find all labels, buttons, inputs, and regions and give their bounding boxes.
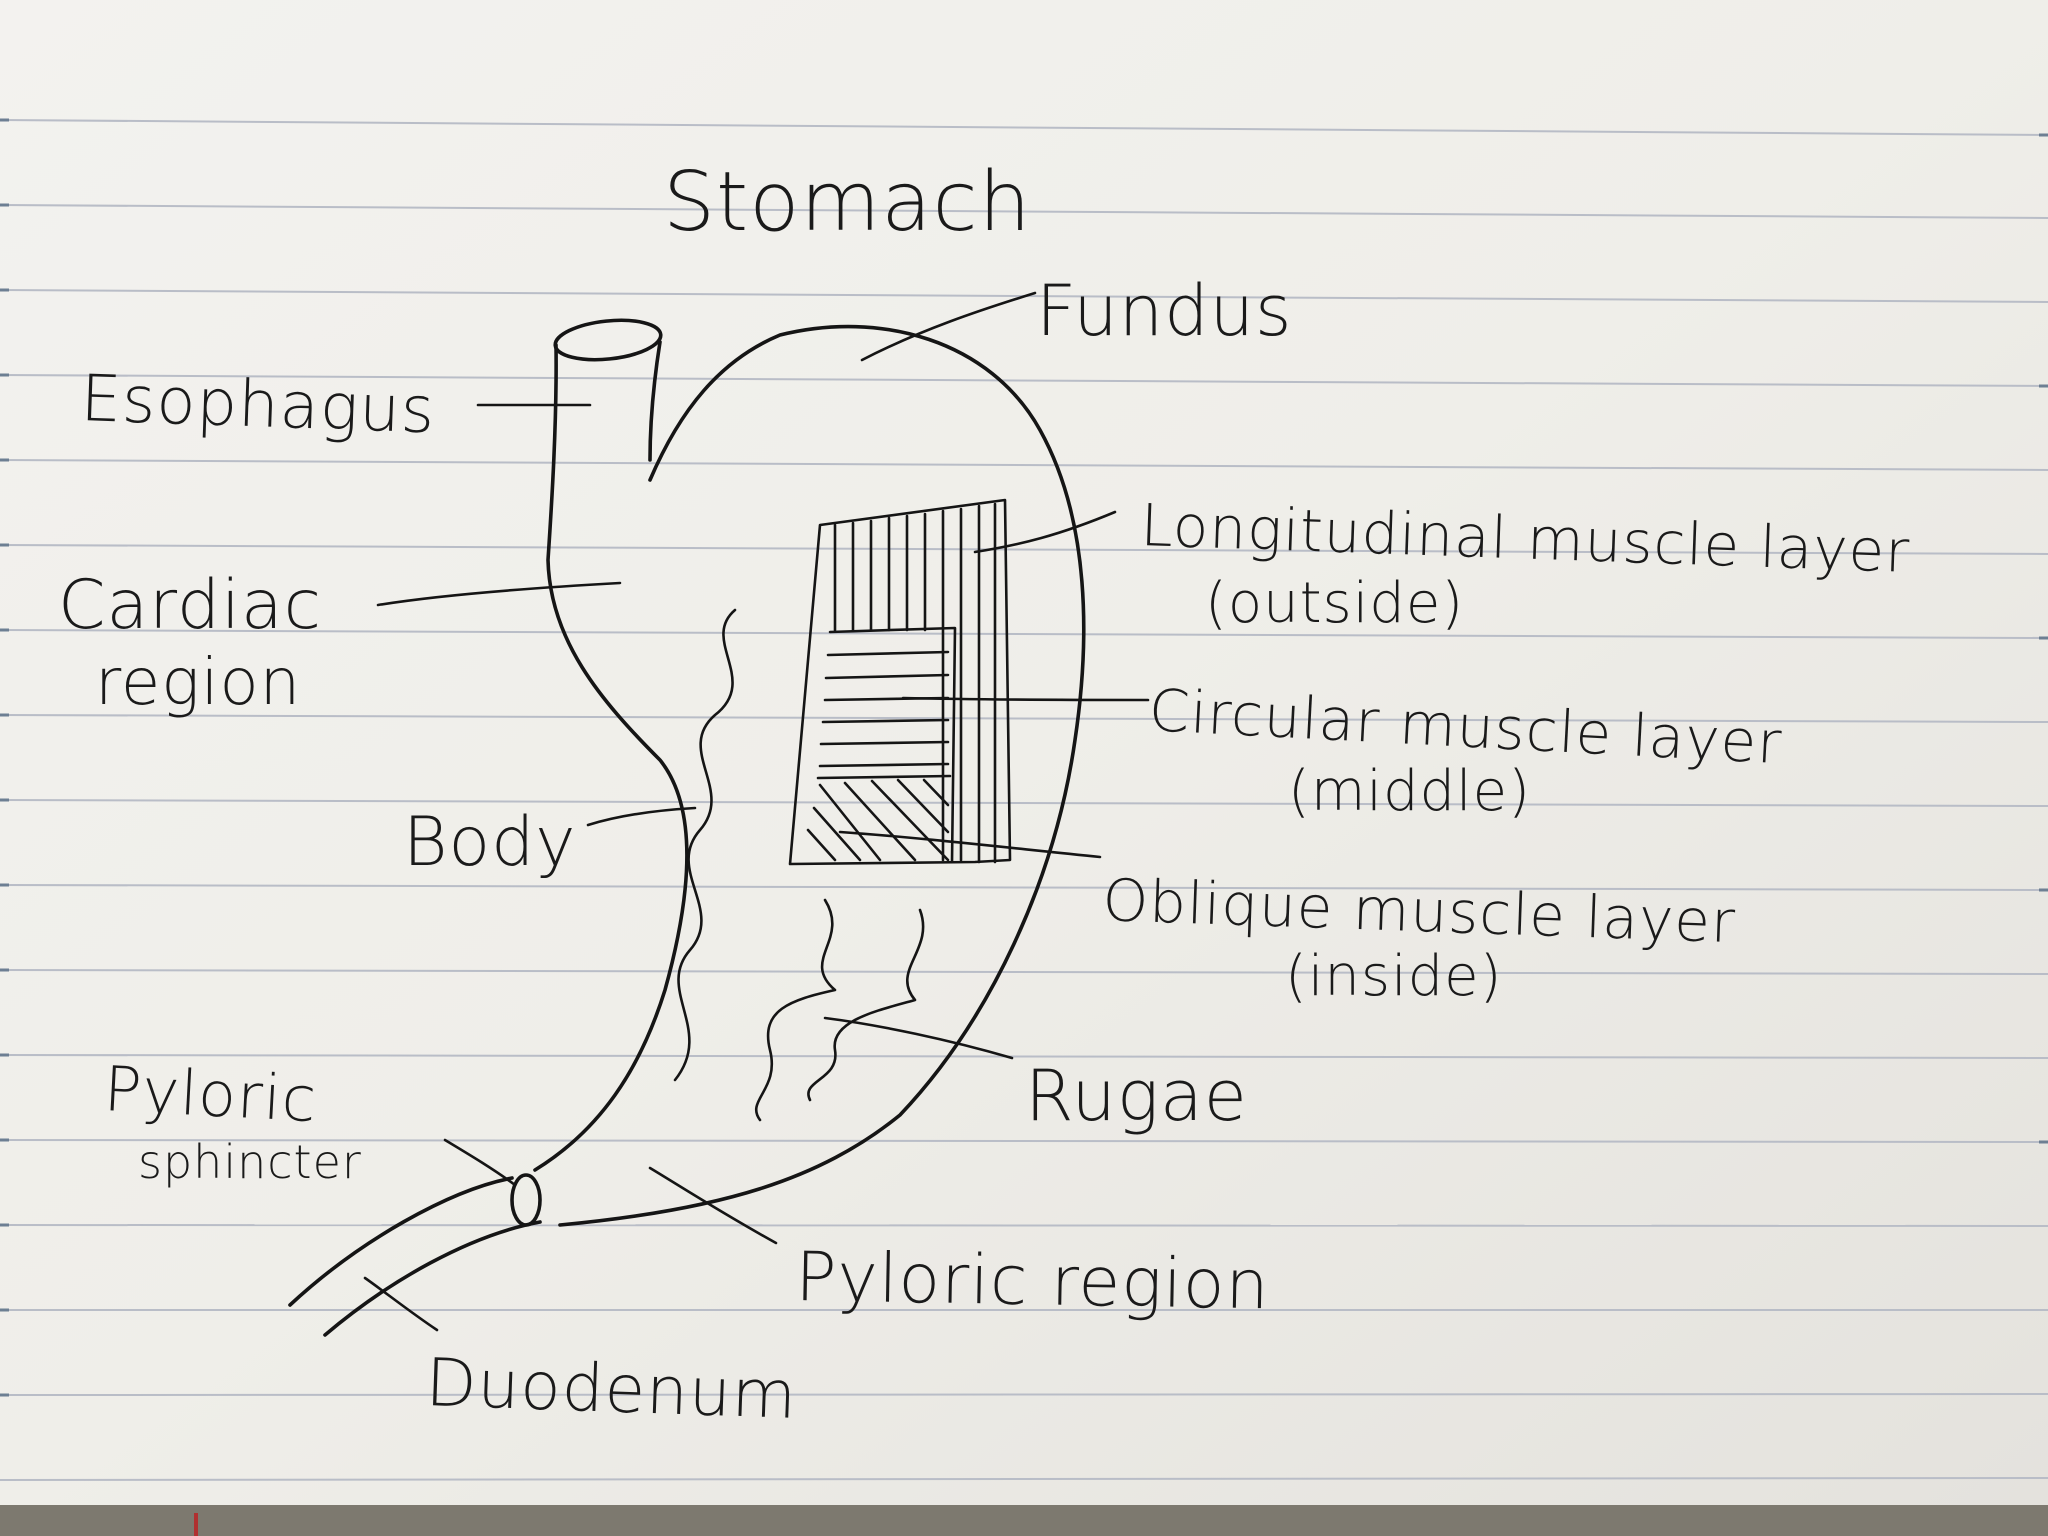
label-cardiac-region: region: [95, 646, 301, 720]
diagram-title: Stomach: [663, 155, 1032, 250]
rugae-folds: [673, 608, 925, 1122]
stomach-outline: [288, 318, 1086, 1337]
label-duodenum: Duodenum: [424, 1344, 798, 1434]
label-body: Body: [403, 803, 577, 882]
label-sphincter: sphincter: [138, 1135, 362, 1189]
label-pyloric: Pyloric: [102, 1052, 319, 1136]
ruled-lines: [0, 119, 2048, 1481]
margin-ticks: [0, 118, 2048, 1397]
label-cardiac: Cardiac: [58, 566, 322, 645]
duodenum-lower: [323, 1220, 542, 1337]
circular-hatching: [818, 650, 950, 768]
label-esophagus: Esophagus: [79, 362, 436, 448]
label-longitudinal-note: (outside): [1205, 571, 1464, 636]
oblique-hatching: [806, 778, 950, 862]
greater-curvature: [558, 324, 1086, 1227]
label-fundus: Fundus: [1036, 270, 1292, 352]
longitudinal-hatching: [833, 502, 997, 864]
duodenum-upper: [288, 1176, 514, 1307]
notebook-paper: [0, 0, 2048, 1505]
leader-lines: [363, 291, 1150, 1332]
page-bottom-edge: [0, 1505, 2048, 1536]
label-circular-note: (middle): [1288, 759, 1531, 824]
muscle-layer-cutaway: [788, 498, 1012, 866]
label-oblique-note: (inside): [1285, 944, 1502, 1009]
label-rugae: Rugae: [1025, 1055, 1248, 1137]
label-pyloric-region: Pyloric region: [795, 1238, 1271, 1325]
labels: Stomach Fundus Esophagus Cardiac region …: [58, 155, 1911, 1434]
lesser-curvature: [533, 343, 689, 1172]
